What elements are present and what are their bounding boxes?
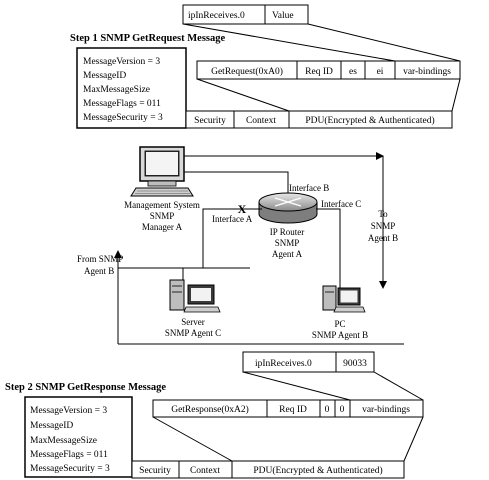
step2-security: Security	[139, 466, 171, 476]
step1-header-line: MessageID	[83, 71, 126, 81]
network-diagram: Management System SNMP Manager A IP Rout…	[77, 146, 404, 345]
step1-title: Step 1 SNMP GetRequest Message	[70, 33, 225, 44]
step2-expand-line-right	[373, 371, 424, 401]
interface-c-label: Interface C	[321, 199, 361, 209]
interface-c-link	[316, 208, 341, 290]
router-icon	[258, 192, 318, 224]
step1-error-status: es	[349, 67, 357, 77]
step2-header-line: MaxMessageSize	[30, 436, 97, 446]
step1-message: Step 1 SNMP GetRequest Message ipInRecei…	[70, 4, 461, 129]
step2-pdu-expand-left	[152, 416, 233, 462]
blocked-mark: X	[238, 202, 247, 216]
step1-pdu: PDU(Encrypted & Authenticated)	[305, 115, 434, 126]
step1-varbindings: var-bindings	[403, 67, 451, 77]
router-label: SNMP	[275, 238, 300, 248]
from-agent-label: Agent B	[84, 266, 114, 276]
step1-error-index: ei	[377, 67, 384, 77]
interface-a-label: Interface A	[212, 214, 253, 224]
step1-header-line: MessageVersion = 3	[83, 57, 160, 67]
step2-pdu: PDU(Encrypted & Authenticated)	[253, 465, 382, 476]
to-agent-label: To	[378, 209, 388, 219]
step2-varbind-value: 90033	[343, 359, 367, 369]
interface-b-label: Interface B	[289, 183, 329, 193]
step2-title: Step 2 SNMP GetResponse Message	[5, 382, 166, 393]
step1-header-line: MaxMessageSize	[83, 85, 150, 95]
step2-pdu-row	[152, 399, 424, 418]
step1-pdu-type: GetRequest(0xA0)	[211, 66, 283, 77]
manager-router-link	[184, 171, 289, 193]
manager-label: Management System	[124, 200, 200, 210]
from-agent-label: From SNMP	[77, 254, 123, 264]
to-agent-label: Agent B	[368, 233, 398, 243]
step2-header-line: MessageID	[30, 421, 73, 431]
step1-message-row	[185, 110, 453, 129]
manager-label: Manager A	[142, 222, 183, 232]
server-icon	[169, 279, 221, 313]
step1-expand-line-left	[182, 23, 396, 62]
step1-expand-line-right	[307, 23, 461, 62]
manager-label: SNMP	[150, 211, 175, 221]
step2-varbind-name: ipInReceives.0	[255, 359, 312, 369]
step2-error-index: 0	[340, 405, 345, 415]
interface-a-link	[202, 208, 262, 268]
pc-icon	[322, 285, 366, 313]
server-label: Server	[181, 317, 205, 327]
step2-varbindings: var-bindings	[362, 405, 410, 415]
step1-header-line: MessageFlags = 011	[83, 99, 161, 109]
step1-context: Context	[246, 116, 276, 126]
step1-varbind-box	[182, 4, 309, 25]
router-label: IP Router	[270, 227, 304, 237]
to-agent-label: SNMP	[371, 221, 396, 231]
step2-header-line: MessageFlags = 011	[30, 450, 108, 460]
step2-pdu-type: GetResponse(0xA2)	[171, 404, 249, 415]
step1-pdu-row	[196, 60, 461, 80]
step2-header-box	[24, 396, 133, 478]
server-label: SNMP Agent C	[165, 328, 221, 338]
step2-message-row	[131, 460, 405, 479]
step1-varbind-name: ipInReceives.0	[188, 11, 245, 21]
step2-message: ipInReceives.0 90033 Step 2 SNMP GetResp…	[5, 351, 424, 479]
step2-expand-line-left	[242, 371, 351, 401]
step2-error-status: 0	[325, 405, 330, 415]
step2-header-line: MessageVersion = 3	[30, 406, 107, 416]
step2-pdu-expand-right	[403, 416, 424, 462]
step2-req-id: Req ID	[279, 405, 307, 415]
pc-label: PC	[334, 319, 345, 329]
router-label: Agent A	[272, 249, 303, 259]
step1-header-line: MessageSecurity = 3	[83, 113, 163, 123]
step1-pdu-expand-left	[196, 78, 290, 112]
step2-varbind-box	[242, 351, 375, 373]
step1-header-box	[76, 47, 187, 129]
management-system-icon	[130, 146, 194, 197]
step2-header-line: MessageSecurity = 3	[30, 464, 110, 474]
pc-label: SNMP Agent B	[312, 330, 368, 340]
step1-pdu-expand-right	[451, 78, 461, 112]
step1-security: Security	[194, 116, 226, 126]
step1-req-id: Req ID	[305, 67, 333, 77]
step1-varbind-value: Value	[272, 11, 294, 21]
step2-context: Context	[190, 466, 220, 476]
